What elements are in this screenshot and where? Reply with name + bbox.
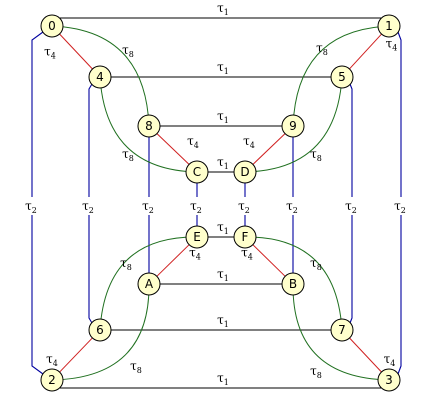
label-9-B: τ2 [286, 199, 298, 215]
edge-A-E [156, 244, 190, 277]
node-7: 7 [330, 318, 354, 342]
label-A-E: τ4 [189, 246, 201, 262]
node-1: 1 [377, 14, 401, 38]
edge-9-D [252, 133, 286, 165]
label-5-D: τ8 [310, 147, 322, 163]
edge-0-8 [51, 25, 150, 127]
edge-labels-layer: τ1 τ1 τ1 τ1 τ1 τ1 τ1 τ1 τ2 τ2 τ2 τ2 τ2 τ2 τ2 τ2 τ4 τ4 τ4 τ4… [25, 1, 406, 387]
label-4-C: τ8 [122, 147, 134, 163]
label-1-9: τ8 [316, 41, 328, 57]
label-B-3: τ8 [310, 364, 322, 380]
label-F-7: τ8 [310, 256, 322, 272]
label-0-1: τ1 [217, 1, 229, 17]
edge-7-3 [349, 337, 382, 373]
node-label-A: A [145, 277, 154, 291]
label-8-A: τ2 [142, 199, 154, 215]
node-5: 5 [330, 65, 354, 89]
label-5-7: τ2 [345, 199, 357, 215]
edge-4-C [99, 76, 198, 173]
node-label-2: 2 [48, 373, 56, 387]
node-label-3: 3 [385, 373, 393, 387]
label-C-D: τ1 [217, 155, 229, 171]
node-B: B [281, 272, 305, 296]
node-label-6: 6 [96, 323, 104, 337]
node-label-4: 4 [96, 70, 104, 84]
label-8-9: τ1 [217, 109, 229, 125]
node-label-5: 5 [338, 70, 346, 84]
edge-A-2 [51, 283, 150, 381]
node-2: 2 [40, 368, 64, 392]
node-label-D: D [240, 165, 249, 179]
label-C-E: τ2 [190, 199, 202, 215]
node-E: E [185, 225, 209, 249]
node-label-C: C [193, 165, 201, 179]
label-E-6: τ8 [120, 256, 132, 272]
node-4: 4 [88, 65, 112, 89]
edge-F-7 [244, 236, 343, 331]
nodes-layer: 0 1 2 3 4 5 6 7 8 9A B C D E F [40, 14, 401, 392]
label-4-6: τ2 [82, 199, 94, 215]
node-label-B: B [289, 277, 297, 291]
label-9-D: τ4 [243, 134, 255, 150]
label-0-8: τ8 [122, 43, 134, 59]
edge-5-D [244, 76, 343, 173]
edge-E-6 [99, 236, 198, 331]
node-label-F: F [242, 230, 249, 244]
label-A-B: τ1 [217, 267, 229, 283]
label-4-5: τ1 [217, 60, 229, 76]
label-B-F: τ4 [241, 246, 253, 262]
label-6-7: τ1 [217, 313, 229, 329]
node-D: D [233, 160, 257, 184]
label-0-4: τ4 [44, 45, 56, 61]
label-E-F: τ1 [217, 220, 229, 236]
node-label-9: 9 [289, 119, 297, 133]
edge-1-9 [292, 25, 390, 127]
label-0-2: τ2 [25, 199, 37, 215]
edge-8-C [156, 133, 190, 165]
node-A: A [137, 272, 161, 296]
node-6: 6 [88, 318, 112, 342]
node-0: 0 [40, 14, 64, 38]
label-1-5: τ4 [386, 37, 398, 53]
label-8-C: τ4 [187, 134, 199, 150]
label-2-3: τ1 [217, 371, 229, 387]
edges-layer [24, 17, 409, 389]
node-label-0: 0 [48, 19, 56, 33]
node-label-E: E [193, 230, 201, 244]
node-label-7: 7 [338, 323, 346, 337]
edge-1-5 [349, 33, 382, 70]
node-C: C [185, 160, 209, 184]
label-A-2: τ8 [130, 359, 142, 375]
node-8: 8 [137, 114, 161, 138]
node-F: F [233, 225, 257, 249]
node-label-8: 8 [145, 119, 153, 133]
label-1-3: τ2 [394, 199, 406, 215]
edge-6-2 [59, 337, 93, 373]
node-label-1: 1 [385, 19, 393, 33]
node-9: 9 [281, 114, 305, 138]
label-6-2: τ4 [46, 352, 58, 368]
node-3: 3 [377, 368, 401, 392]
label-7-3: τ4 [384, 352, 396, 368]
edge-B-3 [292, 283, 390, 381]
label-D-F: τ2 [238, 199, 250, 215]
edge-0-4 [59, 33, 93, 70]
edge-B-F [252, 244, 286, 277]
